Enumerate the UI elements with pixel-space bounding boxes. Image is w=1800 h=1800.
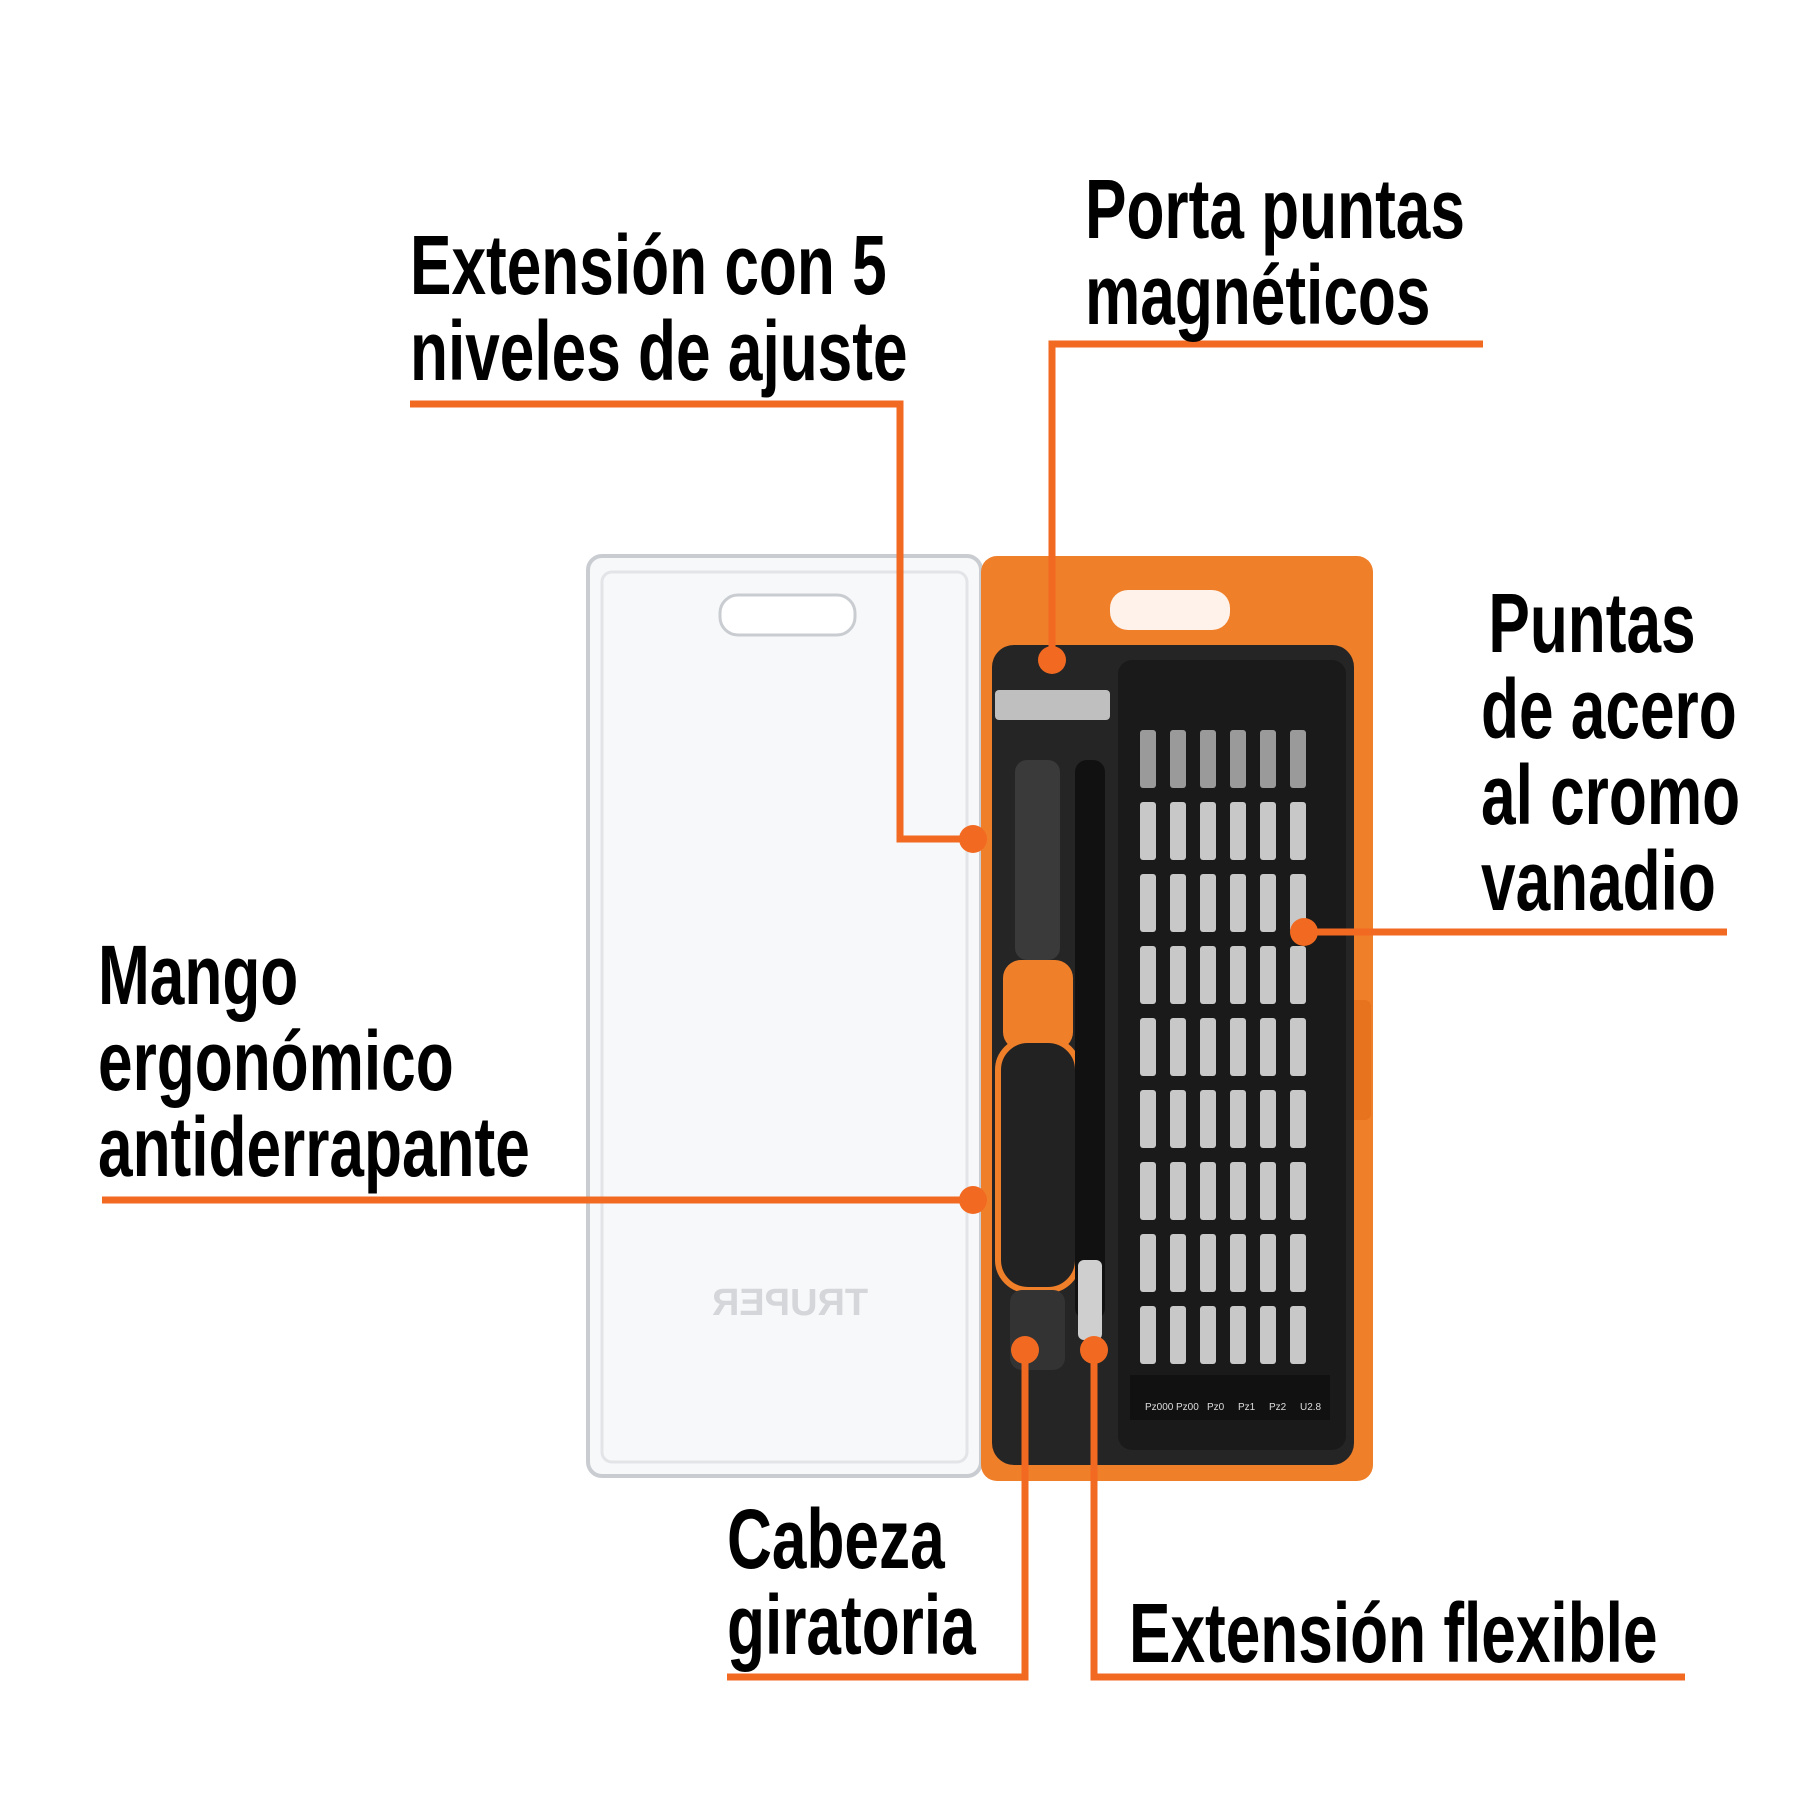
screwdriver-bit	[1230, 802, 1246, 860]
truper-logo: TRUPER	[712, 1282, 868, 1324]
callout-text: Mango	[98, 928, 299, 1022]
screwdriver-bit	[1230, 730, 1246, 788]
screwdriver-bit	[1290, 874, 1306, 932]
screwdriver-bit	[1140, 1306, 1156, 1364]
screwdriver-bit	[1140, 874, 1156, 932]
callout-line-extension-flexible	[1090, 1350, 1685, 1681]
callout-porta-puntas: Porta puntas magnéticos	[1085, 166, 1465, 338]
callout-line-cabeza	[727, 1350, 1029, 1681]
screwdriver-bit	[1260, 946, 1276, 1004]
callout-text: antiderrapante	[98, 1100, 530, 1194]
screwdriver-bit	[1200, 1090, 1216, 1148]
screwdriver-bit	[1140, 1018, 1156, 1076]
callout-text: Extensión con 5	[410, 218, 887, 312]
callout-text: Cabeza	[727, 1492, 945, 1586]
screwdriver-bit	[1260, 802, 1276, 860]
screwdriver-bit	[1230, 1234, 1246, 1292]
screwdriver-bit	[1290, 1018, 1306, 1076]
screwdriver-bit	[1260, 874, 1276, 932]
callout-lines	[102, 340, 1727, 1681]
screwdriver-bit	[1290, 1090, 1306, 1148]
clear-lid: TRUPER	[586, 554, 983, 1478]
screwdriver-bit	[1260, 1162, 1276, 1220]
callout-extension-ajuste: Extensión con 5 niveles de ajuste	[410, 222, 908, 394]
screwdriver-bit	[1230, 1306, 1246, 1364]
screwdriver-bit	[1230, 874, 1246, 932]
screwdriver-bit	[1260, 730, 1276, 788]
bit-label: Pz0	[1207, 1402, 1225, 1413]
callout-text: magnéticos	[1085, 248, 1431, 342]
screwdriver-bit	[1230, 1162, 1246, 1220]
screwdriver-bit	[1200, 1234, 1216, 1292]
callout-dots	[959, 646, 1318, 1364]
screwdriver-bit	[1170, 1234, 1186, 1292]
screwdriver-bit	[1170, 1090, 1186, 1148]
screwdriver-bit	[1140, 1234, 1156, 1292]
screwdriver-bit	[1170, 874, 1186, 932]
screwdriver-bit	[1290, 730, 1306, 788]
bit-label: Pz00	[1176, 1402, 1199, 1413]
callout-mango: Mango ergonómico antiderrapante	[98, 932, 530, 1190]
screwdriver-bit	[1170, 946, 1186, 1004]
callout-puntas-acero: Puntas de acero al cromo vanadio	[1481, 576, 1741, 928]
screwdriver-bit	[1140, 946, 1156, 1004]
callout-text: giratoria	[727, 1578, 976, 1672]
screwdriver-bit	[1290, 802, 1306, 860]
screwdriver-bit	[1170, 730, 1186, 788]
screwdriver-bit	[1290, 946, 1306, 1004]
screwdriver-bit	[1260, 1234, 1276, 1292]
callout-text: de acero	[1481, 662, 1737, 756]
screwdriver-bit	[1140, 730, 1156, 788]
screwdriver-bit	[1230, 1018, 1246, 1076]
callout-text: niveles de ajuste	[410, 304, 908, 398]
bit-label: Pz1	[1238, 1402, 1256, 1413]
screwdriver-bit	[1200, 730, 1216, 788]
bit-label: Pz2	[1269, 1402, 1287, 1413]
callout-cabeza: Cabeza giratoria	[727, 1496, 976, 1668]
callout-line-porta-puntas	[1048, 340, 1483, 660]
screwdriver-bit	[1290, 1234, 1306, 1292]
bit-label: U2.8	[1300, 1402, 1322, 1413]
screwdriver-bit	[1140, 1090, 1156, 1148]
callout-extension-flexible: Extensión flexible	[1129, 1590, 1658, 1676]
screwdriver-bit	[1170, 1018, 1186, 1076]
screwdriver-bit	[1200, 1018, 1216, 1076]
callout-line-extension-ajuste	[410, 400, 973, 843]
screwdriver-bit	[1200, 802, 1216, 860]
screwdriver-bit	[1260, 1090, 1276, 1148]
screwdriver-bit	[1260, 1018, 1276, 1076]
callout-text: vanadio	[1481, 834, 1716, 928]
callout-text: ergonómico	[98, 1014, 454, 1108]
callout-text: Puntas	[1488, 576, 1696, 670]
screwdriver-bit	[1290, 1162, 1306, 1220]
screwdriver-bit	[1230, 946, 1246, 1004]
callout-text: al cromo	[1481, 748, 1741, 842]
bit-label: Pz000	[1145, 1402, 1174, 1413]
bit-grid	[1140, 730, 1306, 1364]
screwdriver-bit	[1170, 1162, 1186, 1220]
screwdriver-bit	[1170, 1306, 1186, 1364]
screwdriver-bit	[1200, 1162, 1216, 1220]
callout-text: Porta puntas	[1085, 162, 1465, 256]
screwdriver-bit	[1170, 802, 1186, 860]
screwdriver-bit	[1230, 1090, 1246, 1148]
screwdriver-bit	[1140, 1162, 1156, 1220]
callout-text: Extensión flexible	[1129, 1586, 1658, 1680]
screwdriver-bit	[1140, 802, 1156, 860]
screwdriver-bit	[1200, 1306, 1216, 1364]
screwdriver-bit	[1200, 946, 1216, 1004]
screwdriver-bit	[1260, 1306, 1276, 1364]
screwdriver-bit	[1200, 874, 1216, 932]
screwdriver-bit	[1290, 1306, 1306, 1364]
